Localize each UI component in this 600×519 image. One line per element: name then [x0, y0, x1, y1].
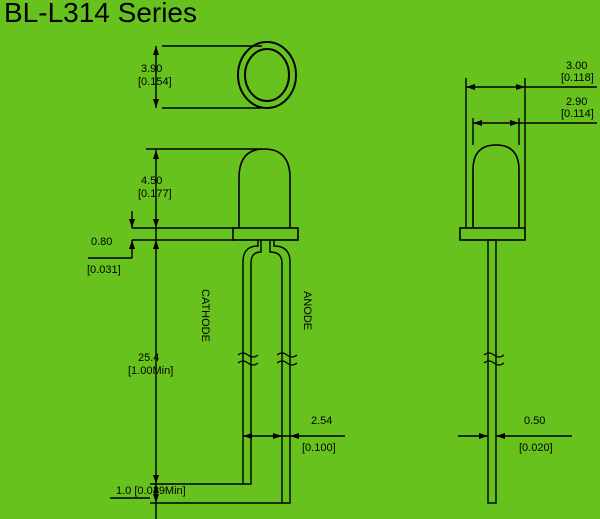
side-lens	[472, 144, 520, 228]
side-break	[483, 352, 505, 366]
pitch-mm: 2.54	[311, 415, 333, 427]
anode-lead	[269, 240, 291, 504]
lens-height-in: [0.177]	[138, 188, 172, 200]
flange-height-in: [0.031]	[87, 264, 121, 276]
lens-diameter-in: [0.154]	[138, 76, 172, 88]
lead-width-in: [0.020]	[519, 442, 553, 454]
top-view-outer-ring	[237, 41, 297, 109]
cathode-break	[237, 352, 259, 366]
flange-width-mm: 3.00	[566, 60, 588, 72]
flange-height-mm: 0.80	[91, 236, 113, 248]
dimension-arrows	[129, 46, 525, 503]
lead-width-mm: 0.50	[524, 415, 546, 427]
lead-end-dimension: 1.0 [0.039Min]	[116, 485, 186, 497]
side-lead	[487, 239, 497, 504]
cathode-lead	[242, 240, 262, 485]
cathode-label: CATHODE	[199, 289, 211, 342]
front-lens	[238, 148, 291, 228]
anode-label: ANODE	[301, 291, 313, 331]
lens-height-mm: 4.50	[141, 175, 163, 187]
lead-length-in: [1.00Min]	[128, 365, 174, 377]
lead-length-mm: 25.4	[138, 352, 160, 364]
body-width-mm: 2.90	[566, 96, 588, 108]
page-title: BL-L314 Series	[4, 0, 198, 28]
body-width-in: [0.114]	[561, 108, 594, 120]
front-flange	[232, 227, 299, 241]
top-view-inner-ring	[244, 48, 290, 102]
pitch-in: [0.100]	[302, 442, 336, 454]
lens-diameter-mm: 3.90	[141, 63, 163, 75]
anode-break	[276, 352, 298, 366]
flange-width-in: [0.118]	[561, 72, 594, 84]
side-flange	[459, 227, 526, 241]
